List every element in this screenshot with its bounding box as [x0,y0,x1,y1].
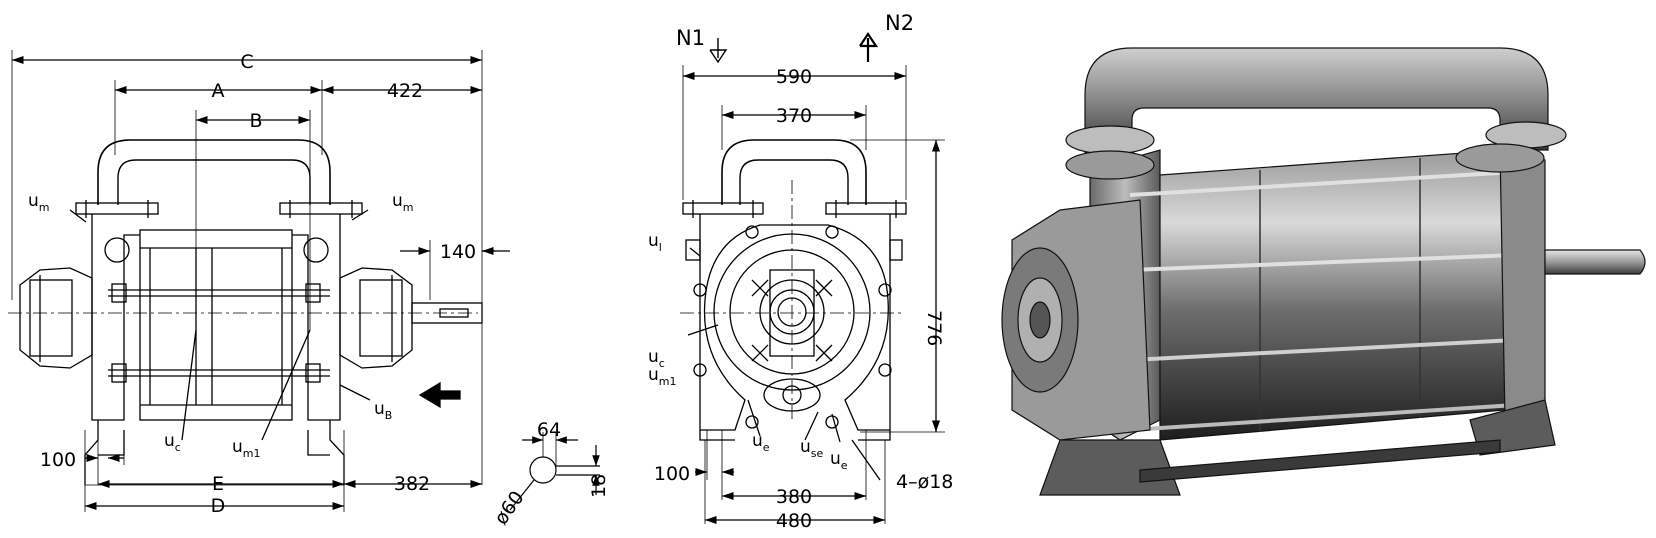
label-uc: uc [648,347,665,370]
front-view-labels: N1 N2 590 370 776 100 380 480 4–ø18 ul u… [648,11,953,532]
dim-64: 64 [537,419,561,441]
dim-A: A [212,80,225,102]
dim-480: 480 [776,510,812,532]
label-ue-right: ue [830,449,848,472]
keyway-detail [509,432,600,511]
side-view [8,50,510,512]
label-uc: uc [164,431,181,454]
label-use: use [800,437,824,460]
dim-776: 776 [923,310,945,346]
label-um-right: um [392,191,414,214]
label-ul: ul [648,231,662,254]
dim-370: 370 [776,105,812,127]
mounting-holes: 4–ø18 [896,471,953,493]
flow-arrows [709,32,879,64]
outlet-arrow-icon [859,32,879,62]
label-um1: um1 [648,365,677,388]
dim-E: E [212,473,224,495]
inlet-arrow-icon [709,38,728,64]
label-um-left: um [28,191,50,214]
label-um1: um1 [232,437,261,460]
pump-photo [1001,47,1646,496]
dim-18: 18 [588,474,610,498]
flow-label-N1: N1 [676,26,705,50]
dim-140: 140 [440,241,476,263]
flow-label-N2: N2 [885,11,914,35]
dim-382: 382 [394,473,430,495]
dim-380: 380 [776,486,812,508]
dim-D: D [211,495,226,517]
keyway-labels: 64 18 ø60 [490,419,610,529]
dim-590: 590 [776,66,812,88]
dim-100: 100 [40,449,76,471]
label-uB: uB [374,399,392,422]
label-ue-left: ue [752,431,770,454]
dim-C: C [240,51,253,73]
dim-100: 100 [654,463,690,485]
side-view-labels: C A 422 B 140 100 E 382 D um um uc um1 u… [28,51,476,517]
dim-B: B [249,110,262,132]
dim-422: 422 [387,80,423,102]
front-view [680,65,945,525]
